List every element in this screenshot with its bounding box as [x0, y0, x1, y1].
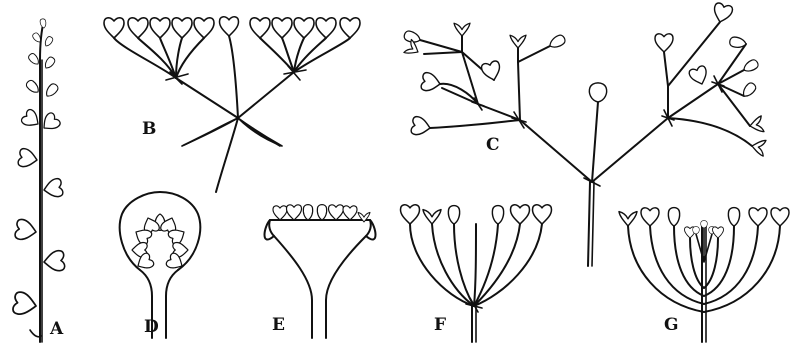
label-d: D	[144, 317, 159, 337]
label-b: B	[142, 119, 156, 139]
figure-g-nested-umbel: G	[619, 208, 789, 342]
label-g: G	[664, 315, 679, 335]
figure-a-spike: A	[12, 18, 65, 342]
figure-b-compound-umbel: B	[104, 17, 360, 192]
label-e: E	[272, 315, 285, 335]
label-a: A	[49, 319, 64, 339]
figure-f-simple-umbel: F	[401, 205, 552, 342]
label-c: C	[486, 135, 500, 155]
figure-e-capitulum: E	[265, 205, 376, 338]
label-f: F	[434, 315, 446, 335]
figure-d-capitulum: D	[120, 192, 200, 338]
